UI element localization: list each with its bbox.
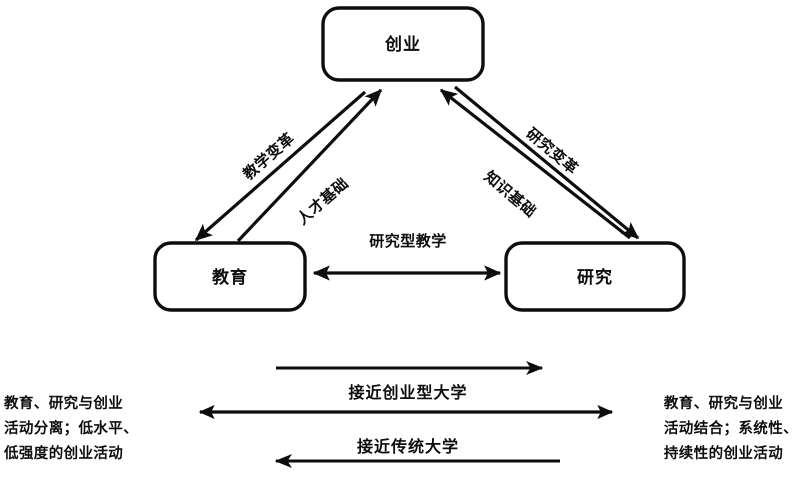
node-research-label: 研究: [577, 267, 613, 288]
note-traditional-line-2: 活动分离；低水平、: [4, 420, 139, 437]
node-education[interactable]: 教育: [153, 241, 307, 312]
node-entrepreneurship-box: [321, 6, 485, 82]
note-traditional-line-3: 低强度的创业活动: [4, 445, 124, 462]
note-entrepreneurial-line-2: 活动结合；系统性、: [663, 420, 798, 437]
note-entrepreneurial-university: 教育、研究与创业 活动结合；系统性、 持续性的创业活动: [664, 392, 798, 467]
edge-research-reform-arrow: [439, 88, 631, 240]
edge-talent-base-arrow: [236, 88, 383, 243]
note-entrepreneurial-line-1: 教育、研究与创业: [663, 396, 784, 412]
flow-label-toward-traditional: 接近传统大学: [357, 437, 459, 456]
edge-teaching-reform-arrow: [194, 90, 367, 242]
flow-label-toward-entrepreneurial: 接近创业型大学: [348, 383, 467, 402]
node-research-box: [504, 241, 686, 312]
node-research[interactable]: 研究: [504, 241, 686, 312]
node-education-box: [153, 241, 307, 312]
node-entrepreneurship-label: 创业: [384, 34, 421, 55]
note-traditional-university: 教育、研究与创业 活动分离；低水平、 低强度的创业活动: [4, 392, 138, 467]
edge-label-research-based-teaching: 研究型教学: [369, 232, 447, 250]
note-traditional-line-1: 教育、研究与创业: [4, 396, 124, 412]
node-entrepreneurship[interactable]: 创业: [321, 6, 485, 82]
edge-label-knowledge-base: 知识基础: [481, 167, 540, 221]
edge-knowledge-base-arrow: [453, 85, 640, 240]
edge-label-talent-base: 人才基础: [293, 174, 352, 228]
note-entrepreneurial-line-3: 持续性的创业活动: [663, 445, 784, 462]
node-education-label: 教育: [211, 267, 248, 288]
